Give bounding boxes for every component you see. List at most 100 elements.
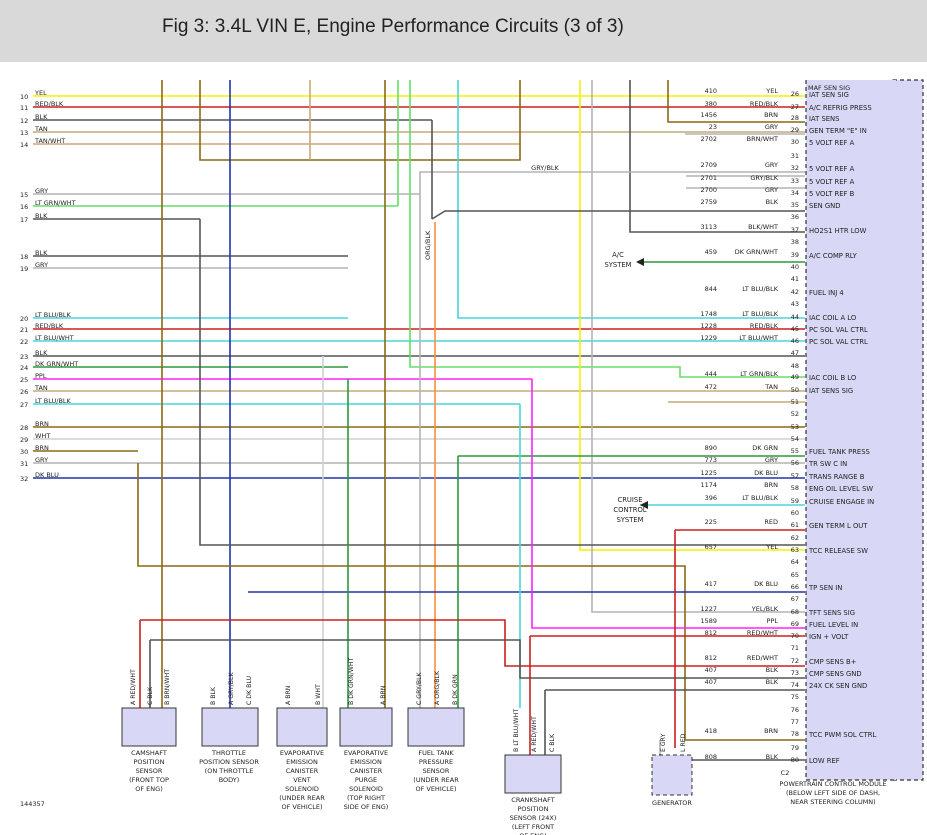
evap-purge-label: EVAPORATIVE [344,749,388,757]
pin-function: IAC COIL A LO [809,314,856,322]
wire-color-label: LT BLU/WHT [35,334,74,342]
camshaft-terminal-label: C BLK [147,686,154,705]
crankshaft-label: OF ENG) [519,832,546,835]
fuel-tank-body [407,707,465,747]
crankshaft-terminal-label: A RED/WHT [531,716,538,752]
pin-number: 17 [20,216,28,224]
pcm-label: POWERTRAIN CONTROL MODULE [779,780,886,788]
wire-gry-5vref [419,171,805,194]
throttle-label: BODY) [219,776,240,784]
pin-number: 64 [791,558,799,566]
pin-number: 37 [791,226,799,234]
pin-number: 21 [20,326,28,334]
evap-vent-label: SOLENOID [285,785,319,793]
wire-color-label: BLK [766,666,779,674]
wire-color-label: GRY [35,187,48,195]
pin-function: PC SOL VAL CTRL [809,326,868,334]
pin-number: 58 [791,484,799,492]
circuit-number: 444 [705,370,717,378]
pin-function: IAT SENS SIG [809,387,853,395]
camshaft-label: SENSOR [136,767,163,775]
wire-color-label: LT GRN/WHT [35,199,76,207]
wire-color-label: GRY [765,161,778,169]
pin-number: 18 [20,253,28,261]
wire-redwht-cmp [140,619,805,667]
wire-color-label: LT GRN/BLK [740,370,778,378]
wire-color-label: DK BLU [754,469,778,477]
wire-color-label: RED/BLK [35,322,64,330]
pin-function: 5 VOLT REF B [809,190,855,198]
wire-color-label: DK BLU [35,471,59,479]
wire-color-label: BLK [35,113,48,121]
wire-color-label: GRY [765,456,778,464]
throttle-body [201,707,259,747]
circuit-number: 1456 [700,111,717,119]
pin-function: TP SEN IN [808,584,842,592]
throttle-label: (ON THROTTLE [205,767,254,775]
wire-brn-iat [667,80,805,123]
circuit-number: 1225 [700,469,717,477]
pin-number: 74 [791,681,799,689]
circuit-number: 3113 [700,223,717,231]
mid-wire-label: ORG/BLK [424,230,432,260]
pin-number: 32 [791,164,799,172]
camshaft-label: (FRONT TOP [129,776,169,784]
wire-color-label: GRY [765,186,778,194]
pin-number: 40 [791,263,799,271]
mid-wire-label: GRY/BLK [531,164,559,172]
circuit-number: 812 [705,654,717,662]
pin-function: A/C COMP RLY [809,252,858,260]
pin-number: 28 [791,114,799,122]
generator-terminal-label: L RED [680,733,687,752]
wire-color-label: DK GRN [752,444,778,452]
pin-number: 42 [791,288,799,296]
pin-function: CRUISE ENGAGE IN [809,498,874,506]
circuit-number: 890 [705,444,717,452]
wire-color-label: GRY [35,261,48,269]
fuel-tank-terminal-label: B DK GRN [452,674,459,705]
pin-function: CMP SENS GND [809,670,862,678]
wire-color-label: RED/BLK [35,100,64,108]
pin-number: 63 [791,546,799,554]
circuit-number: 1227 [700,605,717,613]
circuit-number: 808 [705,753,717,761]
pin-function: HO2S1 HTR LOW [809,227,867,235]
cruise-system-label: CRUISE [617,496,642,504]
pin-number: 78 [791,730,799,738]
pin-number: 31 [20,460,28,468]
wire-color-label: BRN/WHT [747,135,778,143]
pin-number: 75 [791,693,799,701]
pcm-module: POWERTRAIN CONTROL MODULE(BELOW LEFT SID… [779,79,924,806]
pin-number: 31 [791,152,799,160]
circuit-number: 2709 [700,161,717,169]
wire-color-label: LT BLU/BLK [35,397,72,405]
pin-function: 24X CK SEN GND [809,682,867,690]
evap-purge-label: EMISSION [350,758,382,766]
pcm-fill [806,80,896,780]
wire-color-label: BRN [764,111,778,119]
pin-number: 43 [791,300,799,308]
circuit-number: 1228 [700,322,717,330]
pin-number: 66 [791,583,799,591]
wire-color-label: LT BLU/BLK [742,494,779,502]
wire-color-label: TAN [34,125,48,133]
pin-function: PC SOL VAL CTRL [809,338,868,346]
evap-vent-label: EVAPORATIVE [280,749,324,757]
pin-number: 80 [791,756,799,764]
wire-ppl-fuel [531,379,805,629]
pin-number: 35 [791,201,799,209]
generator-terminal-label: E GRY [660,733,667,752]
pin-function: TCC RELEASE SW [808,547,868,555]
connector-c2-label: C2 [781,769,790,777]
pin-number: 51 [791,398,799,406]
pin-function: TRANS RANGE B [808,473,865,481]
pin-function: LOW REF [809,757,840,765]
wire-color-label: BLK [35,249,48,257]
throttle-terminal-label: B BLK [210,686,217,705]
wire-ltgrn-iac [409,80,805,378]
pin-function: 5 VOLT REF A [809,165,855,173]
pin-number: 67 [791,595,799,603]
wire-color-label: LT BLU/BLK [35,311,72,319]
